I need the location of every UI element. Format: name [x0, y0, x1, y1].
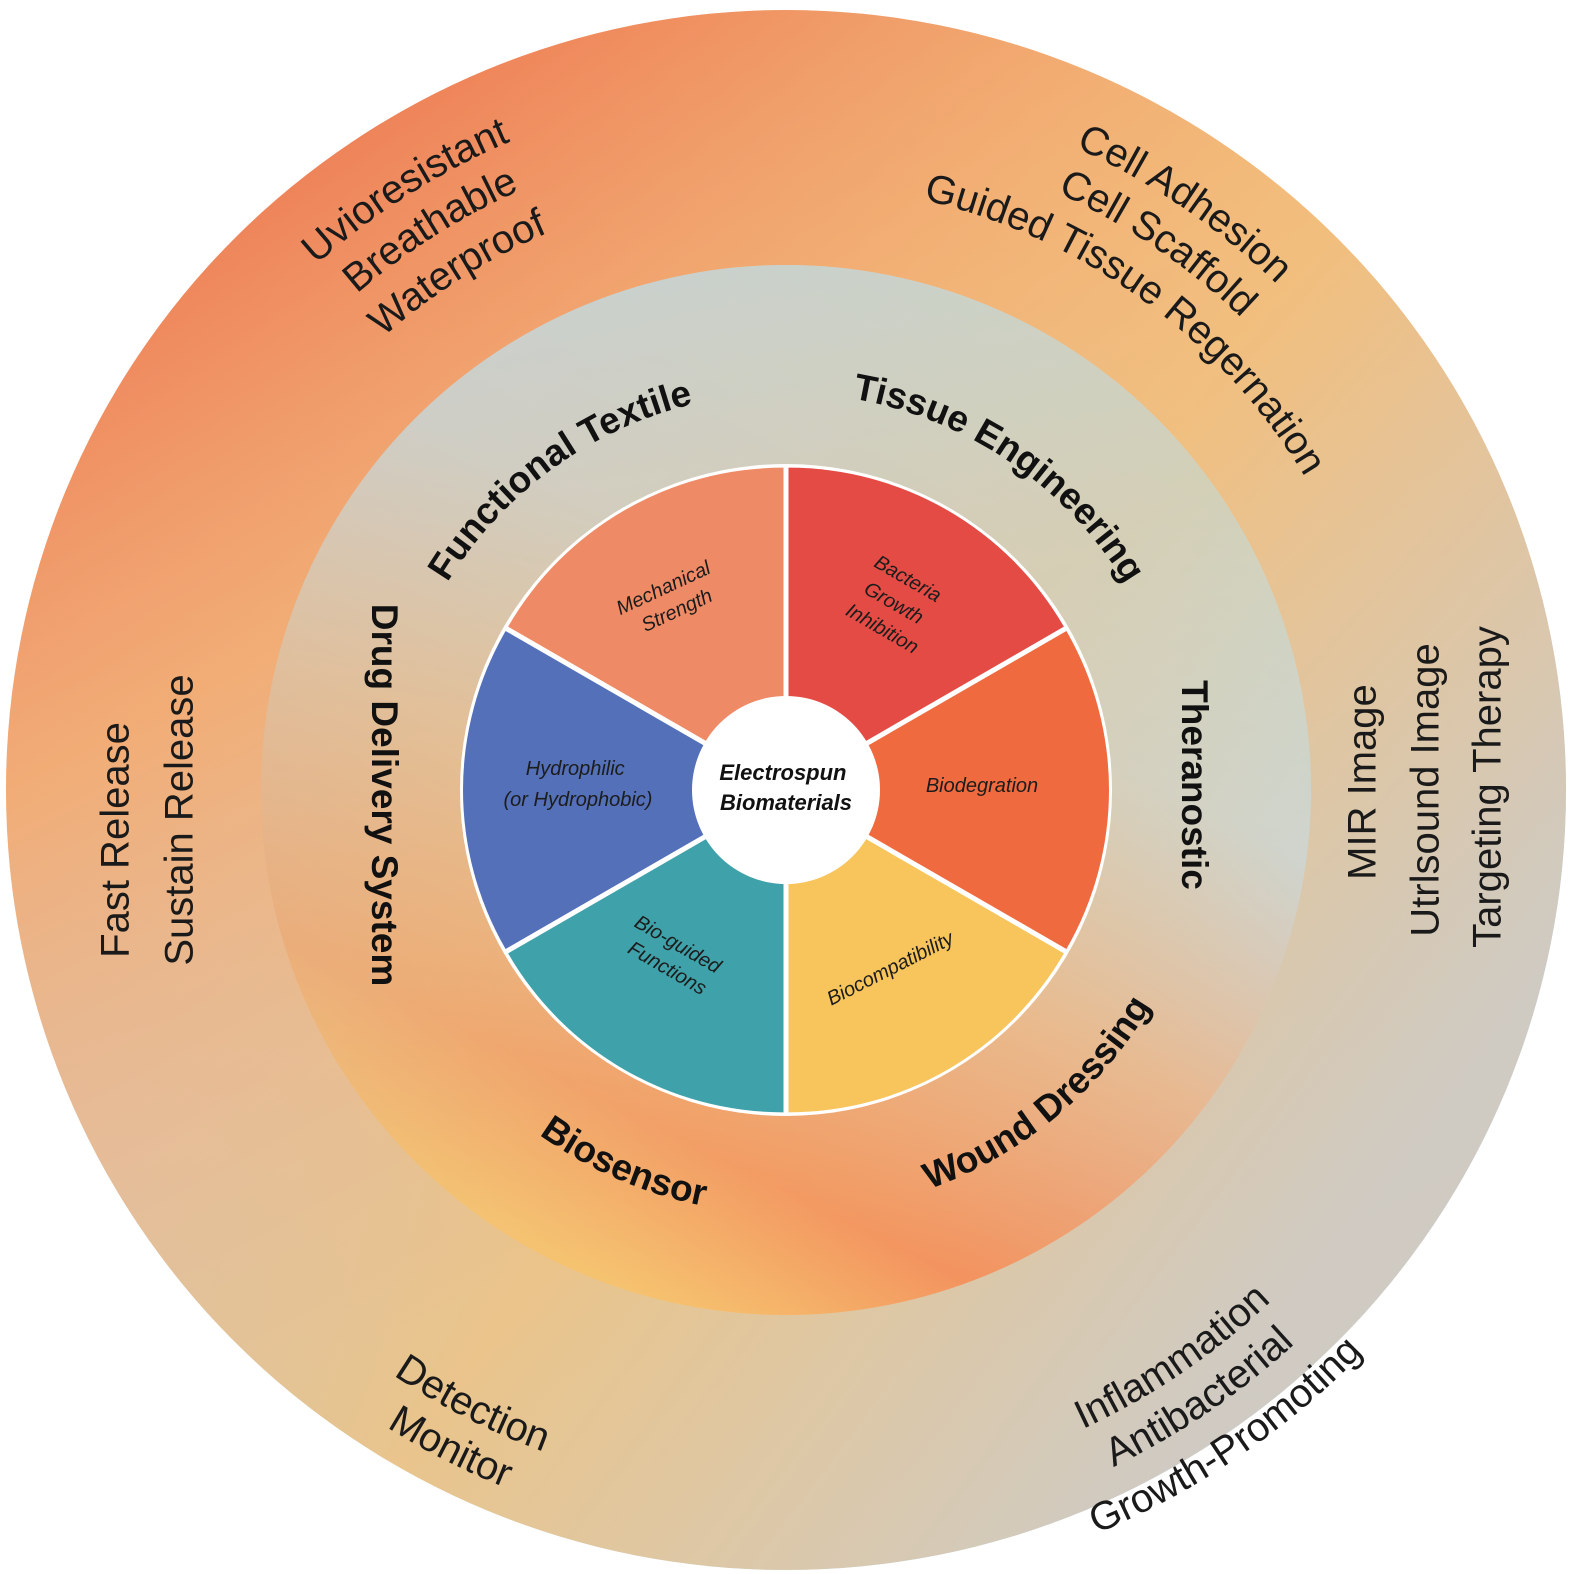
segment-bio-guided-functions [508, 794, 784, 1113]
segment-biocompatibility [788, 794, 1064, 1113]
segment-label-hydrophilic-2: (or Hydrophobic) [504, 789, 653, 811]
detail-mir-image: MIR Image [1341, 684, 1385, 880]
detail-targeting-therapy: Targeting Therapy [1466, 626, 1510, 948]
detail-ultrasound-image: Utrlsound Image [1404, 643, 1448, 936]
segment-mechanical-strength [508, 467, 784, 786]
segment-label-hydrophilic-1: Hydrophilic [526, 758, 625, 780]
segment-label-biodegration: Biodegration [926, 775, 1038, 797]
center-circle [692, 696, 880, 884]
inner-segments [463, 467, 1109, 1113]
center-line-2: Biomaterials [720, 790, 852, 815]
label-drug-delivery-system: Drug Delivery System [364, 604, 405, 987]
label-theranostic: Theranostic [1174, 680, 1215, 890]
segment-bacteria-growth-inhibition [788, 467, 1064, 786]
center-line-1: Electrospun [719, 760, 846, 785]
segment-biodegration [791, 631, 1109, 949]
segment-hydrophilic [463, 631, 781, 949]
svg-text:Electrospun Biomaterials: Electrospun Biomaterials [719, 760, 852, 815]
detail-fast-release: Fast Release [94, 722, 138, 958]
svg-text:Hydrophilic (or Hydropho: Hydrophilic (or Hydrophobic) [504, 758, 653, 811]
detail-sustain-release: Sustain Release [158, 674, 202, 965]
